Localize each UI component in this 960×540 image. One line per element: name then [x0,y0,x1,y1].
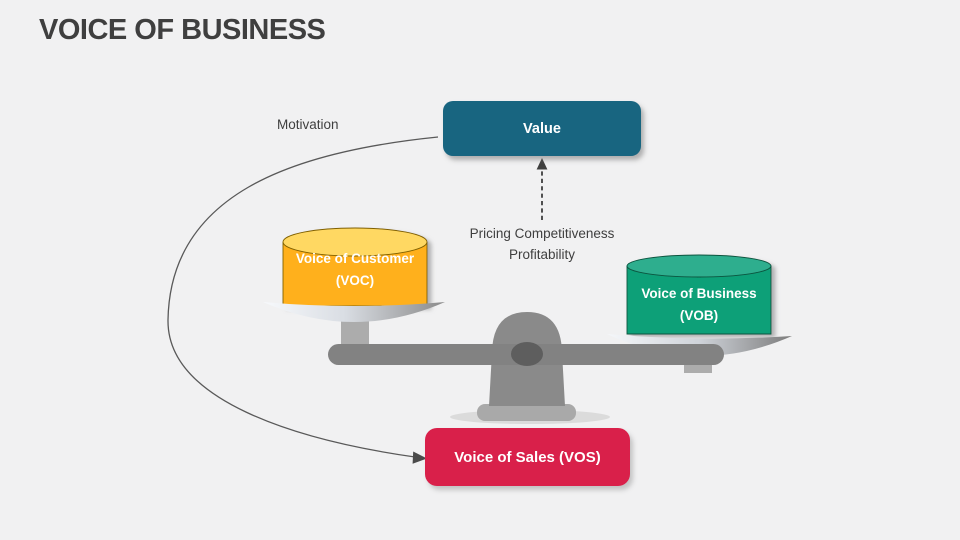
page-title: VOICE OF BUSINESS [39,14,326,46]
scale-pivot [511,342,543,366]
left-scale-plate [263,302,445,322]
vob-cylinder [626,254,772,335]
pricing-label: Pricing Competitiveness [469,226,615,241]
value-box: Value [443,101,641,156]
motivation-curve-arrow [167,136,439,464]
dashed-up-arrow [536,158,548,220]
voice-of-sales-label: Voice of Sales (VOS) [454,448,601,466]
profitability-label: Profitability [508,247,576,262]
voice-of-sales-box: Voice of Sales (VOS) [425,428,630,486]
motivation-label: Motivation [277,117,339,132]
value-box-label: Value [523,120,561,137]
pedestal-base [477,404,576,421]
voice-of-customer-label: Voice of Customer (VOC) [295,251,415,288]
pricing-profitability-label: Pricing Competitiveness Profitability [452,223,632,265]
voice-of-business-label: Voice of Business (VOB) [641,286,757,323]
